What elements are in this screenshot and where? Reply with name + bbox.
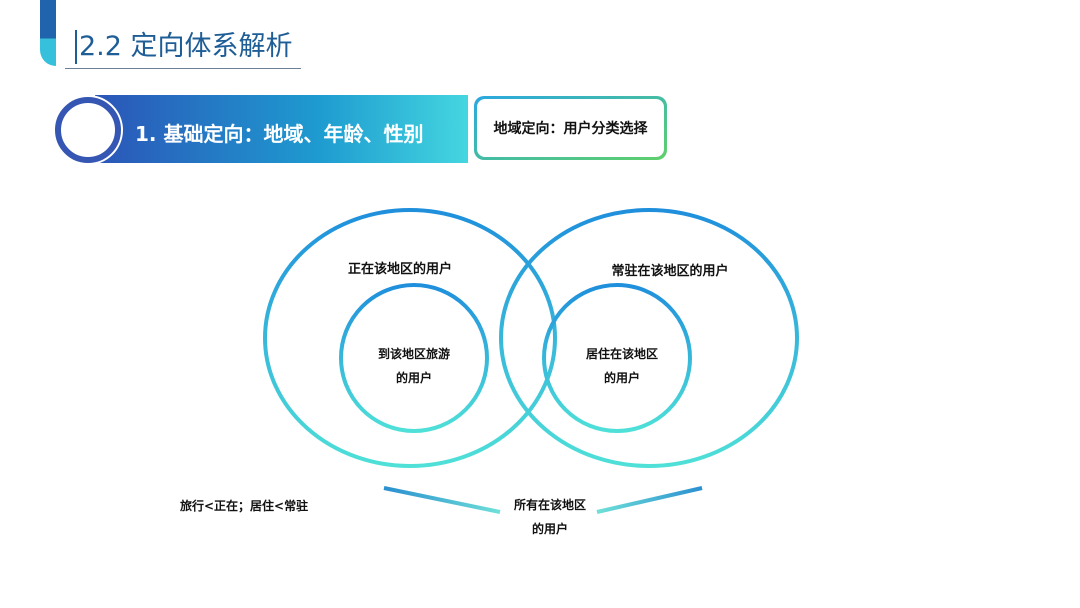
left-outer-ellipse (263, 208, 557, 468)
all-users-label-1: 所有在该地区 (513, 498, 586, 512)
side-box: 地域定向：用户分类选择 (474, 96, 667, 160)
title-underline (65, 68, 301, 69)
right-inner-label-2: 的用户 (603, 371, 640, 385)
right-outer-label: 常驻在该地区的用户 (611, 264, 729, 279)
page-title: 2.2 定向体系解析 (75, 30, 293, 64)
brace-line-right (596, 486, 703, 514)
right-outer-ellipse (499, 208, 799, 468)
right-inner-circle (542, 283, 692, 433)
all-users-label-2: 的用户 (531, 522, 568, 536)
left-inner-label-2: 的用户 (395, 371, 432, 385)
brace-line-left (383, 486, 501, 514)
left-outer-label: 正在该地区的用户 (347, 262, 452, 277)
right-inner-label-1: 居住在该地区 (585, 347, 658, 361)
left-inner-label-1: 到该地区旅游 (377, 347, 450, 361)
circle-ring-icon (55, 97, 121, 163)
banner-text: 1. 基础定向：地域、年龄、性别 (135, 122, 424, 146)
side-box-text: 地域定向：用户分类选择 (477, 99, 664, 157)
left-inner-circle (339, 283, 489, 433)
section-banner (95, 95, 468, 163)
header-accent-bar (40, 0, 56, 66)
comparison-note: 旅行<正在；居住<常驻 (180, 499, 309, 513)
